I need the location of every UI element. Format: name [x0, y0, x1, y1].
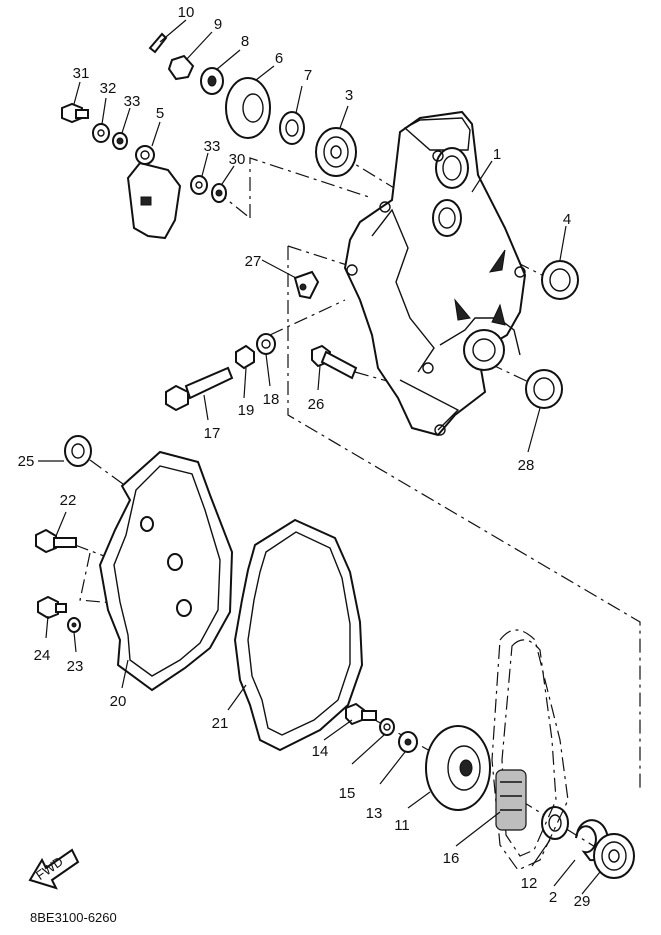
- callout-32: 32: [100, 80, 117, 97]
- callout-3: 3: [345, 87, 353, 104]
- callout-23: 23: [67, 658, 84, 675]
- small-parts-bottom: [35, 528, 635, 879]
- callout-13: 13: [366, 805, 383, 822]
- callout-28: 28: [518, 457, 535, 474]
- callout-17: 17: [204, 425, 221, 442]
- callout-27: 27: [245, 253, 262, 270]
- callout-10: 10: [178, 4, 195, 21]
- cover-part-20: [64, 435, 234, 692]
- callout-14: 14: [312, 743, 329, 760]
- callout-labels: 10 9 8 6 7 3 1 4 31 32 33 5 33 30 27 17 …: [18, 4, 591, 910]
- callout-20: 20: [110, 693, 127, 710]
- callout-12: 12: [521, 875, 538, 892]
- callout-4: 4: [563, 211, 571, 228]
- callout-6: 6: [275, 50, 283, 67]
- bracket-part-5: [126, 145, 182, 240]
- callout-33-mid: 33: [204, 138, 221, 155]
- callout-26: 26: [308, 396, 325, 413]
- callout-16: 16: [443, 850, 460, 867]
- callout-15: 15: [339, 785, 356, 802]
- callout-22: 22: [60, 492, 77, 509]
- callout-7: 7: [304, 67, 312, 84]
- callout-18: 18: [263, 391, 280, 408]
- gasket-part-21: [233, 518, 364, 752]
- callout-29: 29: [574, 893, 591, 910]
- callout-5: 5: [156, 105, 164, 122]
- fwd-arrow-icon: FWD: [28, 848, 80, 890]
- case-cover-part-1: [343, 110, 527, 437]
- callout-19: 19: [238, 402, 255, 419]
- callout-30: 30: [229, 151, 246, 168]
- callout-31: 31: [73, 65, 90, 82]
- small-parts-top: [61, 32, 579, 412]
- callout-11: 11: [394, 817, 410, 834]
- leader-lines: [38, 19, 601, 895]
- callout-9: 9: [214, 16, 222, 33]
- chain-part-16: [491, 629, 569, 871]
- callout-1: 1: [493, 146, 501, 163]
- callout-8: 8: [241, 33, 249, 50]
- callout-2: 2: [549, 889, 557, 906]
- callout-33-top: 33: [124, 93, 141, 110]
- callout-21: 21: [212, 715, 229, 732]
- diagram-code: 8BE3100-6260: [30, 910, 117, 925]
- callout-24: 24: [34, 647, 51, 664]
- callout-25: 25: [18, 453, 35, 470]
